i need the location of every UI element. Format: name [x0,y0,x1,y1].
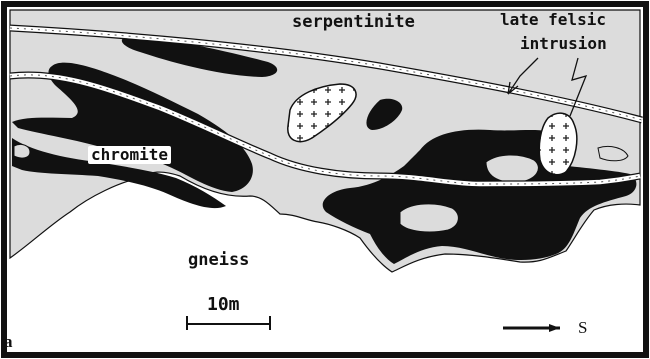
scale-bar-label: 10m [207,296,240,314]
gneiss-label: gneiss [188,252,249,269]
chromite-label: chromite [88,146,171,164]
felsic-intrusion-label-line1: late felsic [500,12,606,28]
orientation-label: S [578,319,587,336]
panel-letter: a [4,333,13,350]
serpentinite-label: serpentinite [292,14,415,31]
felsic-intrusion-label-line2: intrusion [520,36,607,52]
